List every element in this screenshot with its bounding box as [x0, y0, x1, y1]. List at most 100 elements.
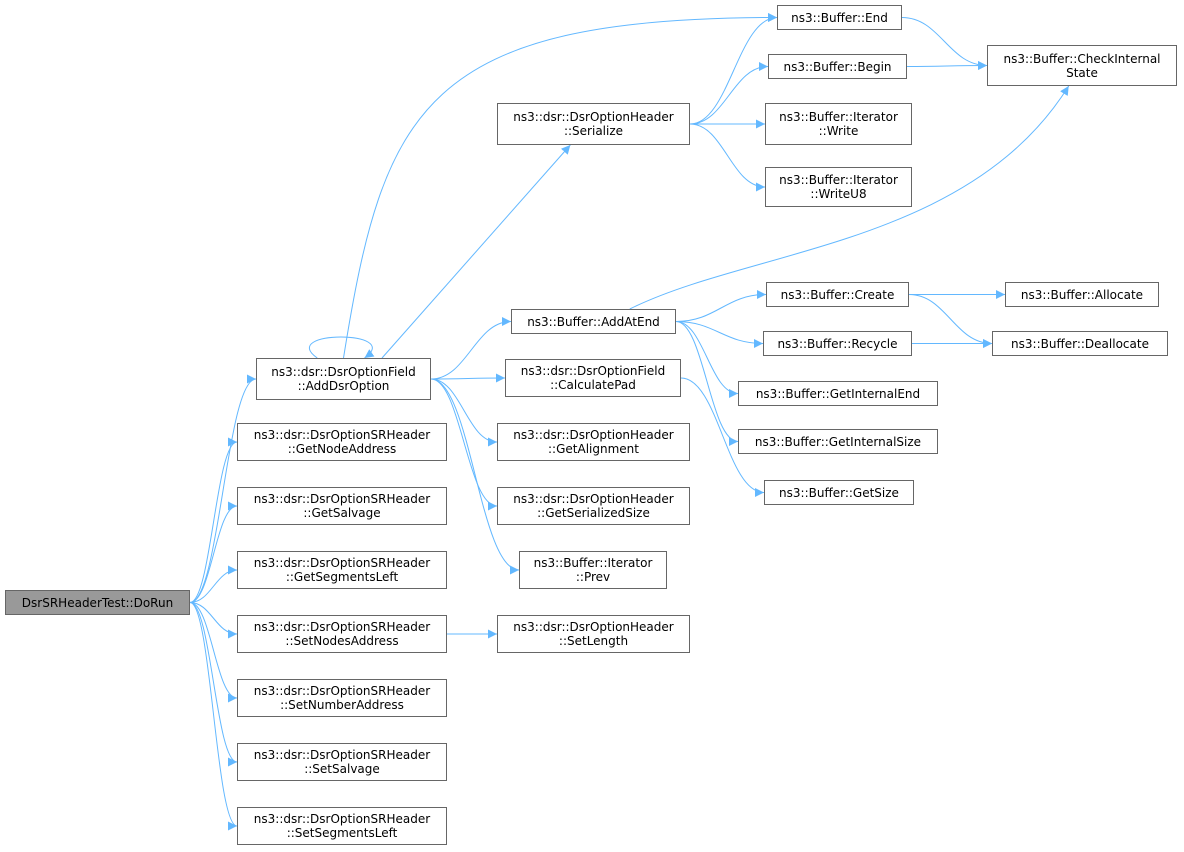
node-getsize[interactable]: ns3::Buffer::GetSize — [764, 480, 914, 505]
node-label-line: ::GetSerializedSize — [537, 506, 650, 520]
node-label-line: ns3::dsr::DsrOptionField — [520, 364, 666, 378]
node-label-line: ns3::dsr::DsrOptionSRHeader — [253, 684, 431, 698]
edge-create-to-deallocate — [908, 294, 993, 348]
node-label-line: ns3::dsr::DsrOptionSRHeader — [253, 812, 431, 826]
edge-addatend-to-checkinternalstate — [629, 85, 1070, 310]
node-label-line: ns3::dsr::DsrOptionSRHeader — [253, 748, 431, 762]
node-setlength[interactable]: ns3::dsr::DsrOptionHeader::SetLength — [497, 615, 690, 653]
node-deallocate[interactable]: ns3::Buffer::Deallocate — [992, 331, 1168, 356]
edge-addatend-to-recycle — [675, 321, 764, 348]
node-create[interactable]: ns3::Buffer::Create — [766, 282, 909, 307]
node-recycle[interactable]: ns3::Buffer::Recycle — [763, 331, 912, 356]
node-label-line: ns3::dsr::DsrOptionHeader — [513, 110, 674, 124]
node-begin[interactable]: ns3::Buffer::Begin — [768, 54, 907, 79]
node-label-line: ::SetSalvage — [304, 762, 380, 776]
node-label-line: ns3::dsr::DsrOptionSRHeader — [253, 620, 431, 634]
node-getsalvage[interactable]: ns3::dsr::DsrOptionSRHeader::GetSalvage — [237, 487, 447, 525]
node-label-line: ns3::dsr::DsrOptionField — [271, 365, 416, 379]
edge-adddsroption-to-serialize — [381, 144, 571, 359]
node-label-line: ns3::Buffer::Begin — [783, 59, 892, 74]
node-writeu8[interactable]: ns3::Buffer::Iterator::WriteU8 — [765, 167, 912, 207]
edge-end-to-checkinternalstate — [901, 17, 988, 70]
edge-addatend-to-getinternalend — [675, 321, 739, 398]
node-calculatepad[interactable]: ns3::dsr::DsrOptionField::CalculatePad — [505, 359, 681, 397]
edge-serialize-to-begin — [689, 62, 769, 125]
node-label-line: ns3::Buffer::Deallocate — [1011, 336, 1149, 351]
node-label-line: ::CalculatePad — [550, 378, 636, 392]
node-label-line: ns3::Buffer::CheckInternal — [1003, 51, 1161, 66]
edge-addatend-to-getinternalsize — [675, 321, 739, 446]
node-getsegmentsleft[interactable]: ns3::dsr::DsrOptionSRHeader::GetSegments… — [237, 551, 447, 589]
node-label-line: ns3::Buffer::Allocate — [1020, 287, 1144, 302]
node-label-line: ::Prev — [575, 570, 611, 584]
node-prev[interactable]: ns3::Buffer::Iterator::Prev — [519, 551, 667, 589]
edge-dorun-to-setnumberaddress — [189, 602, 238, 703]
node-label-line: ns3::Buffer::GetInternalSize — [754, 434, 922, 449]
node-label-line: ns3::Buffer::Create — [780, 287, 895, 302]
edge-dorun-to-getsalvage — [189, 501, 238, 603]
node-label-line: ns3::dsr::DsrOptionHeader — [513, 428, 674, 442]
node-getserializedsize[interactable]: ns3::dsr::DsrOptionHeader::GetSerialized… — [497, 487, 690, 525]
node-getinternalsize[interactable]: ns3::Buffer::GetInternalSize — [738, 429, 938, 454]
node-label-line: State — [1066, 65, 1098, 80]
edge-adddsroption-to-end — [343, 13, 778, 359]
edge-dorun-to-adddsroption — [189, 374, 257, 603]
node-setnumberaddress[interactable]: ns3::dsr::DsrOptionSRHeader::SetNumberAd… — [237, 679, 447, 717]
node-end[interactable]: ns3::Buffer::End — [777, 5, 902, 30]
node-allocate[interactable]: ns3::Buffer::Allocate — [1005, 282, 1159, 307]
node-label-line: ::SetNumberAddress — [280, 698, 404, 712]
node-label-line: ::SetLength — [558, 634, 629, 648]
node-label-line: ns3::Buffer::Recycle — [777, 336, 898, 351]
node-addatend[interactable]: ns3::Buffer::AddAtEnd — [511, 309, 676, 334]
node-getinternalend[interactable]: ns3::Buffer::GetInternalEnd — [738, 381, 938, 406]
edge-adddsroption-to-addatend — [430, 317, 512, 380]
edge-begin-to-checkinternalstate — [906, 61, 988, 71]
node-label-line: ns3::Buffer::GetInternalEnd — [755, 386, 921, 401]
edge-addatend-to-create — [675, 290, 767, 322]
edge-adddsroption-to-prev — [430, 378, 520, 575]
node-setnodesaddress[interactable]: ns3::dsr::DsrOptionSRHeader::SetNodesAdd… — [237, 615, 447, 653]
node-label-line: ::AddDsrOption — [297, 379, 390, 393]
node-getalignment[interactable]: ns3::dsr::DsrOptionHeader::GetAlignment — [497, 423, 690, 461]
node-label-line: ::Serialize — [563, 124, 624, 138]
node-label-line: ::SetSegmentsLeft — [286, 826, 398, 840]
edge-dorun-to-getsegmentsleft — [189, 565, 238, 603]
edge-dorun-to-setnodesaddress — [189, 602, 238, 639]
node-label-line: ns3::dsr::DsrOptionSRHeader — [253, 492, 431, 506]
node-label-line: ::GetSegmentsLeft — [285, 570, 399, 584]
node-label-line: ns3::dsr::DsrOptionHeader — [513, 620, 674, 634]
node-label-line: ::Write — [818, 124, 859, 138]
edge-adddsroption-to-calculatepad — [430, 373, 506, 383]
edge-calculatepad-to-getsize — [680, 377, 765, 497]
edge-adddsroption-to-getserializedsize — [430, 378, 498, 511]
edge-dorun-to-getnodeaddress — [189, 437, 238, 603]
node-label-line: ::GetSalvage — [303, 506, 381, 520]
node-label-line: ns3::Buffer::Iterator — [779, 173, 898, 187]
node-label-line: ::GetNodeAddress — [287, 442, 397, 456]
edge-dorun-to-setsalvage — [189, 602, 238, 767]
node-label-line: ::SetNodesAddress — [285, 634, 399, 648]
node-dorun: DsrSRHeaderTest::DoRun — [5, 590, 190, 615]
node-label-line: ns3::dsr::DsrOptionSRHeader — [253, 556, 431, 570]
node-setsegmentsleft[interactable]: ns3::dsr::DsrOptionSRHeader::SetSegments… — [237, 807, 447, 845]
edge-adddsroption-to-adddsroption — [308, 336, 375, 359]
node-getnodeaddress[interactable]: ns3::dsr::DsrOptionSRHeader::GetNodeAddr… — [237, 423, 447, 461]
node-serialize[interactable]: ns3::dsr::DsrOptionHeader::Serialize — [497, 103, 690, 145]
node-write[interactable]: ns3::Buffer::Iterator::Write — [765, 103, 912, 145]
node-label-line: ns3::Buffer::AddAtEnd — [527, 314, 660, 329]
edge-adddsroption-to-getalignment — [430, 378, 498, 447]
node-label-line: ns3::Buffer::Iterator — [533, 556, 653, 570]
node-label-line: ns3::dsr::DsrOptionHeader — [513, 492, 674, 506]
node-label-line: ::GetAlignment — [548, 442, 639, 456]
node-label-line: ns3::Buffer::GetSize — [779, 485, 899, 500]
edge-serialize-to-writeu8 — [689, 123, 766, 192]
node-label-line: ns3::Buffer::End — [791, 10, 888, 25]
node-label-line: ns3::Buffer::Iterator — [779, 110, 898, 124]
node-label-line: ns3::dsr::DsrOptionSRHeader — [253, 428, 431, 442]
node-adddsroption[interactable]: ns3::dsr::DsrOptionField::AddDsrOption — [256, 358, 431, 400]
node-setsalvage[interactable]: ns3::dsr::DsrOptionSRHeader::SetSalvage — [237, 743, 447, 781]
node-label-line: ::WriteU8 — [810, 187, 867, 201]
